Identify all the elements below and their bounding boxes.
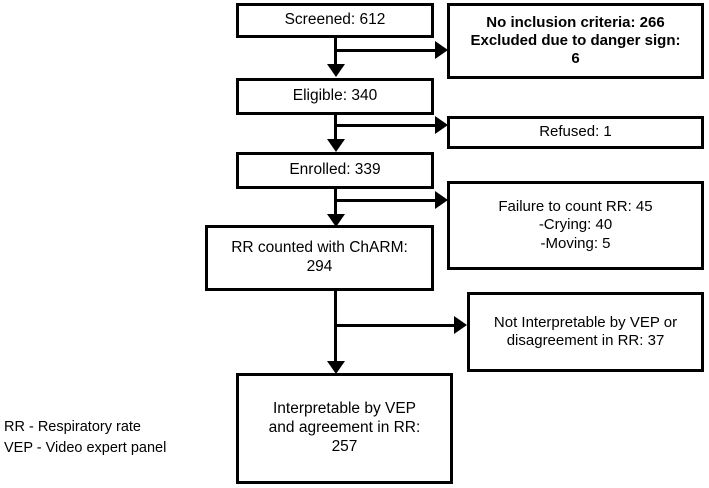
connector-screened-to-no-inclusion: [334, 49, 438, 52]
node-interpretable-by-vep-label: Interpretable by VEP and agreement in RR…: [268, 400, 421, 455]
node-refused-label: Refused: 1: [539, 123, 612, 141]
connector-rr-counted-to-not-interpretable: [334, 324, 457, 327]
node-not-interpretable-by-vep: Not Interpretable by VEP or disagreement…: [467, 292, 704, 372]
node-eligible: Eligible: 340: [236, 78, 434, 115]
node-no-inclusion-criteria: No inclusion criteria: 266 Excluded due …: [447, 3, 704, 79]
abbreviation-legend: RR - Respiratory rate VEP - Video expert…: [4, 417, 166, 458]
node-eligible-label: Eligible: 340: [292, 87, 378, 105]
arrowhead-eligible-to-refused: [435, 116, 448, 134]
node-rr-counted-with-charm-label: RR counted with ChARM: 294: [231, 239, 408, 275]
node-enrolled: Enrolled: 339: [236, 152, 434, 189]
arrowhead-rr-counted-to-not-interpretable: [454, 316, 467, 334]
arrowhead-rr-counted-to-interpretable: [327, 361, 345, 374]
legend-line-vep: VEP - Video expert panel: [4, 439, 167, 456]
node-screened-label: Screened: 612: [284, 11, 386, 29]
connector-eligible-to-refused: [334, 124, 438, 127]
connector-screened-to-eligible: [334, 37, 337, 67]
node-failure-to-count-rr: Failure to count RR: 45 -Crying: 40 -Mov…: [447, 181, 704, 270]
connector-eligible-to-enrolled: [334, 115, 337, 144]
node-enrolled-label: Enrolled: 339: [289, 161, 381, 179]
node-rr-counted-with-charm: RR counted with ChARM: 294: [205, 225, 434, 291]
connector-enrolled-to-failure-count: [334, 199, 438, 202]
node-interpretable-by-vep: Interpretable by VEP and agreement in RR…: [236, 373, 453, 484]
arrowhead-eligible-to-enrolled: [327, 139, 345, 152]
node-refused: Refused: 1: [447, 116, 704, 149]
legend-line-rr: RR - Respiratory rate: [4, 419, 141, 435]
node-no-inclusion-criteria-label: No inclusion criteria: 266 Excluded due …: [470, 13, 681, 68]
node-failure-to-count-rr-label: Failure to count RR: 45 -Crying: 40 -Mov…: [498, 198, 653, 252]
node-not-interpretable-by-vep-label: Not Interpretable by VEP or disagreement…: [493, 313, 678, 349]
arrowhead-screened-to-eligible: [327, 64, 345, 77]
arrowhead-enrolled-to-rr-counted: [327, 214, 345, 227]
node-screened: Screened: 612: [236, 3, 434, 38]
connector-enrolled-to-rr-counted: [334, 188, 337, 218]
arrowhead-enrolled-to-failure-count: [435, 191, 448, 209]
arrowhead-screened-to-no-inclusion: [435, 41, 448, 59]
connector-rr-counted-to-interpretable: [334, 290, 337, 366]
